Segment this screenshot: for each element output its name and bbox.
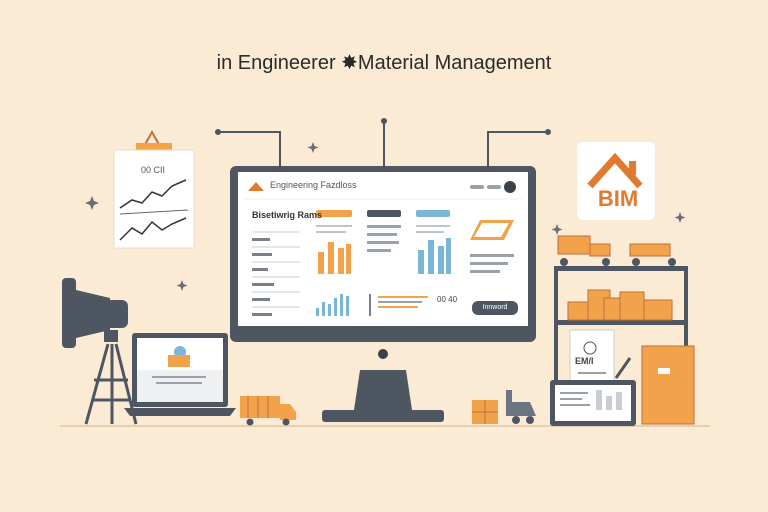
bim-label: BIM (597, 186, 639, 211)
bim-badge (577, 142, 655, 220)
bottom-bars (316, 294, 349, 316)
delivery-truck-icon (240, 396, 296, 426)
stat-values: 00 40 (437, 295, 458, 304)
surveying-tool (62, 278, 138, 425)
page-title: in Engineerer ✸Material Management (216, 52, 552, 74)
connector-dot (545, 129, 551, 135)
shelf-crates (557, 235, 695, 425)
crate-icon (472, 400, 498, 424)
chart-board (113, 129, 195, 249)
trend-line-2 (119, 217, 187, 241)
monitor (230, 166, 536, 422)
chart-board-label: 00 CII (141, 165, 166, 175)
orange-bars (318, 242, 351, 274)
sparkle-icons (85, 142, 686, 291)
tablet-graphic (470, 220, 514, 240)
sidebar-list (252, 231, 300, 308)
blue-bars (418, 238, 451, 274)
storage-shelf (554, 266, 688, 420)
app-name: Engineering Fazdloss (270, 180, 357, 190)
screen-button[interactable]: Innword (482, 304, 508, 311)
document-label: EM/I (575, 356, 594, 366)
connector-dot (215, 129, 221, 135)
clipboard-tablet (550, 357, 636, 426)
laptop (124, 333, 236, 416)
connector-dot (381, 118, 387, 124)
sidebar-heading: Bisetiwrig Rams (252, 210, 323, 220)
document-icon (569, 329, 615, 385)
forklift-icon (506, 390, 536, 424)
trend-line-1 (119, 179, 187, 209)
network-connectors (218, 122, 548, 168)
